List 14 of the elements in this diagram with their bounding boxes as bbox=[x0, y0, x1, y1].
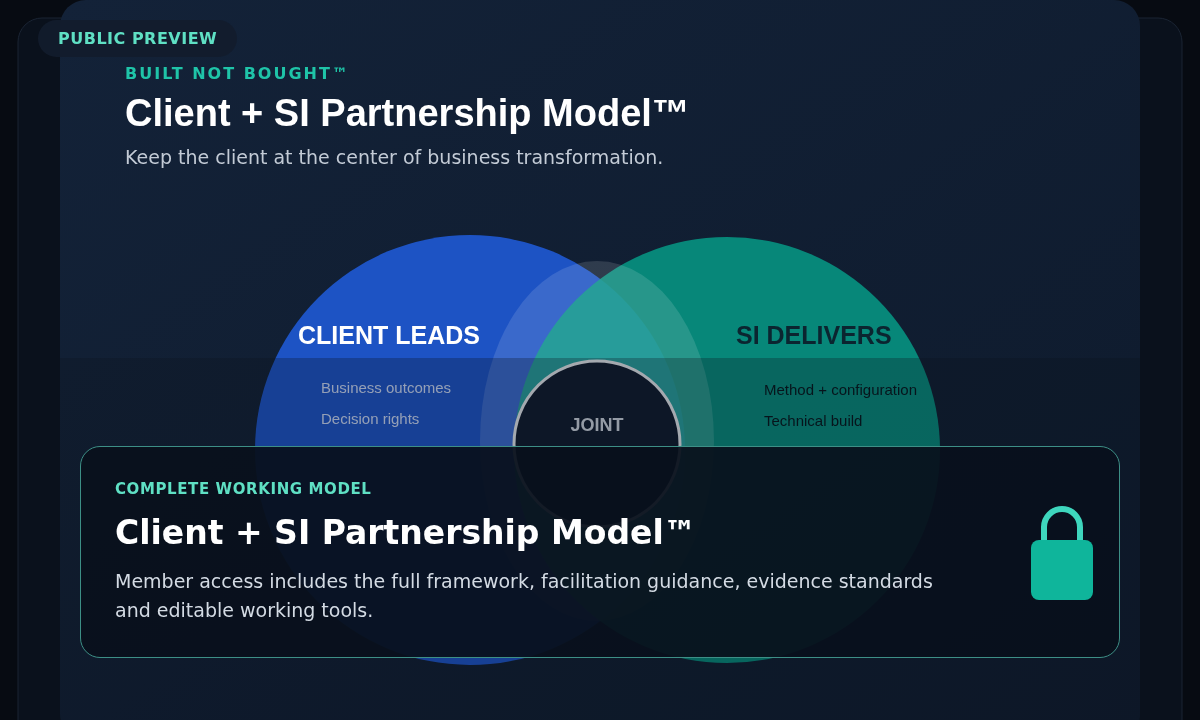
circle-heading: SI DELIVERS bbox=[736, 321, 892, 350]
preview-badge: PUBLIC PREVIEW bbox=[38, 20, 238, 57]
card-description: Member access includes the full framework, facilitation guidance, evidence standards and editable working tools. bbox=[115, 569, 934, 623]
title-text: Client + SI Partnership Model™ bbox=[125, 92, 690, 135]
card-title: Client + SI Partnership Model™ bbox=[115, 513, 697, 552]
list-item: Method + configuration bbox=[764, 381, 918, 398]
card-eyebrow: COMPLETE WORKING MODEL bbox=[115, 480, 372, 498]
circle-heading: CLIENT LEADS bbox=[298, 321, 480, 350]
subtitle-text: Keep the client at the center of business transformation. bbox=[125, 146, 664, 168]
list-item: Technical build bbox=[764, 412, 863, 429]
circle-heading: JOINT bbox=[569, 415, 625, 436]
eyebrow-text: BUILT NOT BOUGHT™ bbox=[125, 64, 350, 83]
list-item: Business outcomes bbox=[321, 379, 452, 396]
list-item: Decision rights bbox=[321, 410, 420, 427]
